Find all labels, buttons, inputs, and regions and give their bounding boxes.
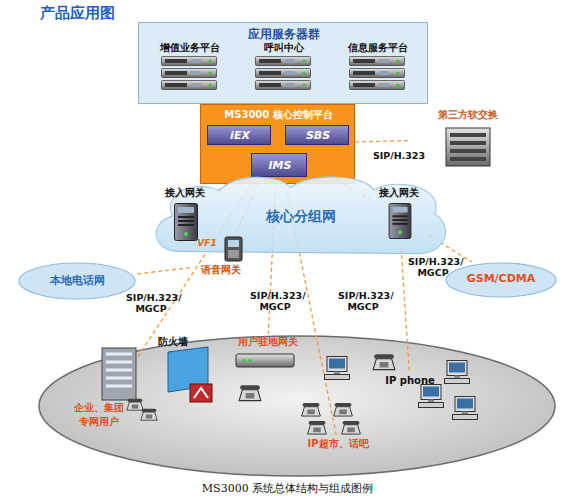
component-box: 企业、集团专网用户 — [70, 400, 128, 432]
ellipse-shape — [19, 263, 135, 299]
cpe-body — [236, 354, 294, 367]
node-label: 呼叫中心 — [241, 41, 327, 55]
component-box: 第三方软交换 — [410, 108, 525, 170]
protocol-label: SIP/H.323/ MGCP — [250, 290, 300, 312]
server-rack — [256, 81, 311, 90]
component-box: IP phone — [382, 374, 438, 390]
voice-gateway-screen — [228, 240, 239, 247]
component-box: IP超市、话吧 — [296, 436, 380, 452]
node-label: 核心分组网 — [148, 208, 453, 226]
component-box: 接入网关 — [370, 186, 428, 248]
component-box: 增值业务平台 — [147, 41, 233, 99]
computer-icon — [453, 397, 478, 420]
building-icon — [102, 348, 136, 400]
node-label: 企业、集团专网用户 — [70, 401, 128, 429]
node-label: GSM/CDMA — [445, 272, 557, 285]
protocol-label: SIP/H.323/ MGCP — [408, 256, 458, 278]
node-label: iEX — [208, 129, 272, 142]
node-label: 第三方软交换 — [410, 108, 525, 122]
node-label: IP超市、话吧 — [296, 437, 380, 451]
cpe-light — [243, 359, 246, 362]
node-label: SBS — [286, 129, 350, 142]
voice-gateway-case — [225, 237, 242, 261]
node-label: IP phone — [382, 375, 438, 386]
voice-gateway-device — [225, 237, 242, 261]
node-label: 接入网关 — [370, 186, 428, 200]
phone-icon — [302, 403, 321, 416]
softswitch-case — [446, 128, 490, 166]
cpe-light — [249, 359, 252, 362]
softswitch-device — [446, 128, 490, 166]
node-label: 增值业务平台 — [147, 41, 233, 55]
component-box: 防火墙 — [148, 334, 198, 350]
component-box: 信息服务平台 — [335, 41, 421, 99]
ip-phone-icon — [373, 354, 395, 369]
softswitch-slot — [450, 141, 486, 145]
server-rack — [350, 81, 405, 90]
user-area-ellipse — [39, 336, 555, 476]
softswitch-slot — [450, 133, 486, 137]
component-box: 应用服务器群增值业务平台呼叫中心信息服务平台 — [138, 22, 428, 104]
router-body — [190, 384, 212, 402]
node-label: 本地电话网 — [18, 273, 136, 288]
diagram-title: 产品应用图 — [40, 4, 115, 23]
server-rack — [162, 81, 217, 90]
server-rack — [256, 57, 311, 66]
building-body — [102, 348, 136, 400]
building-windows — [106, 354, 132, 386]
network-ellipse: 本地电话网 — [18, 262, 136, 300]
node-label: 防火墙 — [148, 335, 198, 349]
router-mark — [194, 388, 208, 398]
phone-icon — [239, 385, 261, 400]
cpe-gateway-icon — [236, 354, 294, 367]
voice-gateway-keys — [228, 250, 239, 258]
component-box: iEX — [207, 125, 271, 145]
port-label: VF1 — [194, 238, 220, 248]
computer-icon — [419, 385, 444, 408]
ellipse-shape — [446, 263, 556, 297]
gateway-tower — [175, 204, 198, 241]
softswitch-slot — [450, 149, 486, 153]
component-box: 语音网关 — [190, 250, 252, 278]
phone-icon — [308, 421, 327, 434]
component-box: SBS — [285, 125, 349, 145]
component-box: IMS — [251, 153, 307, 177]
node-label: 应用服务器群 — [139, 26, 429, 43]
server-rack — [162, 69, 217, 78]
node-label: 信息服务平台 — [335, 41, 421, 55]
protocol-label: SIP/H.323 — [368, 150, 430, 161]
node-label: IMS — [252, 159, 308, 172]
node-label: 用户驻地网关 — [228, 335, 308, 349]
server-rack — [162, 57, 217, 66]
node-label: 接入网关 — [156, 186, 214, 200]
protocol-label: SIP/H.323/ MGCP — [338, 290, 388, 312]
server-rack — [350, 57, 405, 66]
diagram-caption: MS3000 系统总体结构与组成图例 — [0, 481, 575, 496]
phone-icon — [141, 409, 157, 420]
phone-icon — [334, 403, 353, 416]
firewall-icon — [168, 347, 208, 392]
server-rack — [256, 69, 311, 78]
protocol-label: SIP/H.323/ MGCP — [126, 292, 176, 314]
computer-icon — [325, 357, 350, 380]
node-label: 语音网关 — [190, 263, 252, 277]
network-cloud: 核心分组网 接入网关 接入网关 — [148, 172, 453, 258]
component-box: 用户驻地网关 — [228, 334, 308, 350]
gateway-tower — [389, 203, 411, 238]
dashed-link — [355, 141, 410, 142]
computer-icon — [445, 361, 470, 384]
phone-icon — [342, 421, 361, 434]
router-icon — [190, 384, 212, 402]
phone-icon — [127, 399, 143, 410]
server-racks — [162, 57, 405, 90]
softswitch-slot — [450, 157, 486, 161]
server-rack — [350, 69, 405, 78]
component-box: MS3000 核心控制平台 iEX SBS IMS — [200, 104, 355, 184]
component-box: 呼叫中心 — [241, 41, 327, 99]
network-ellipse: GSM/CDMA — [445, 262, 557, 298]
dashed-link — [136, 268, 190, 274]
node-label: MS3000 核心控制平台 — [201, 108, 356, 122]
